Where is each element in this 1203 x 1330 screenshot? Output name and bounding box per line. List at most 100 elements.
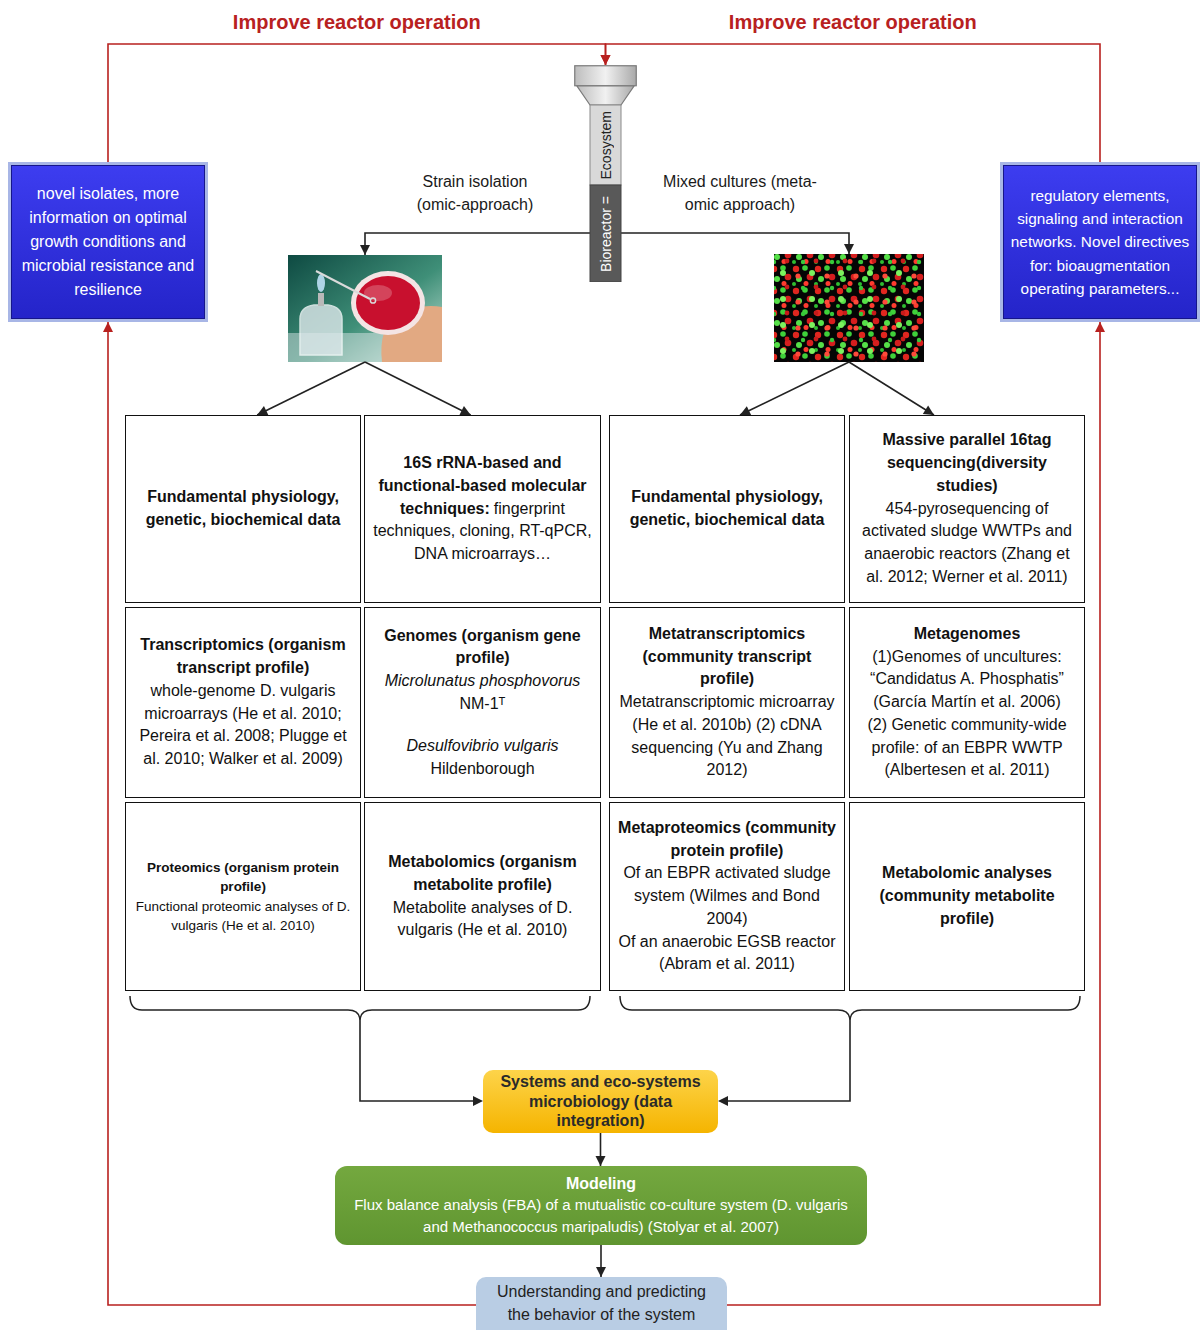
body-text: Microlunatus phosphovorus xyxy=(372,670,593,693)
arrowhead xyxy=(1095,322,1105,332)
connector xyxy=(849,362,934,415)
bar-section: Bioreactor = xyxy=(590,185,621,282)
body-text: Flux balance analysis (FBA) of a mutuali… xyxy=(345,1194,857,1238)
method-box: Proteomics (organism protein profile)Fun… xyxy=(125,802,361,991)
arrowhead xyxy=(740,406,751,415)
connector-line xyxy=(849,362,934,415)
heading-text: Metabolomics (organism metabolite profil… xyxy=(372,851,593,896)
method-box: Metaproteomics (community protein profil… xyxy=(609,802,845,991)
arrowhead xyxy=(257,406,268,415)
text-column: Understanding and predicting the behavio… xyxy=(484,1281,719,1326)
bracket xyxy=(620,996,1080,1021)
cells xyxy=(774,254,924,362)
connector xyxy=(606,233,855,254)
bracket xyxy=(130,996,590,1021)
method-box: Transcriptomics (organism transcript pro… xyxy=(125,607,361,798)
heading-text: Systems and eco-systems microbiology (da… xyxy=(489,1072,712,1131)
connector-line xyxy=(365,362,471,415)
heading-text: Metagenomes xyxy=(857,623,1077,646)
method-box: Metabolomics (organism metabolite profil… xyxy=(364,802,601,991)
connector xyxy=(596,1133,606,1166)
outcome-box: Understanding and predicting the behavio… xyxy=(476,1277,727,1330)
text-column: 16S rRNA-based and functional-based mole… xyxy=(372,452,593,566)
arrowhead xyxy=(601,55,611,65)
text-column: Fundamental physiology, genetic, biochem… xyxy=(617,486,837,531)
lamp-wick xyxy=(318,293,324,306)
connector-line xyxy=(257,362,365,415)
text-column: Genomes (organism gene profile)Microluna… xyxy=(372,625,593,781)
vertical-label: Ecosystem xyxy=(599,111,613,179)
photo-heading: Strain isolation (omic-approach) xyxy=(400,170,550,216)
edge-label: Improve reactor operation xyxy=(725,11,981,34)
integration-box: Systems and eco-systems microbiology (da… xyxy=(483,1070,718,1133)
text-column: ModelingFlux balance analysis (FBA) of a… xyxy=(345,1173,857,1238)
method-box: Metagenomes(1)Genomes of uncultures: “Ca… xyxy=(849,607,1085,798)
body-text: Of an anaerobic EGSB reactor (Abram et a… xyxy=(617,931,837,976)
body-text: Understanding and predicting the behavio… xyxy=(484,1281,719,1326)
body-text: Of an EBPR activated sludge system (Wilm… xyxy=(617,862,837,930)
inoculating-loop xyxy=(316,271,370,299)
arrowhead xyxy=(923,405,934,415)
outcome-box: novel isolates, more information on opti… xyxy=(8,162,208,322)
heading-text: Modeling xyxy=(345,1173,857,1195)
loop-tip xyxy=(370,298,375,303)
heading-text: Massive parallel 16tag sequencing(divers… xyxy=(857,429,1077,497)
body-text: Metabolite analyses of D. vulgaris (He e… xyxy=(372,897,593,942)
text-paragraph: 16S rRNA-based and functional-based mole… xyxy=(372,452,593,566)
connector xyxy=(601,44,1101,162)
photo-heading: Mixed cultures (meta-omic approach) xyxy=(655,170,825,216)
text-column: Metabolomic analyses (community metaboli… xyxy=(857,862,1077,930)
arrowhead xyxy=(601,55,611,65)
method-box: Fundamental physiology, genetic, biochem… xyxy=(125,415,361,603)
connector-line xyxy=(365,233,606,255)
heading-text: Proteomics (organism protein profile) xyxy=(133,858,353,896)
arrowhead xyxy=(844,244,854,254)
body-text: Metatranscriptomic microarray (He et al.… xyxy=(617,691,837,782)
text-column: novel isolates, more information on opti… xyxy=(18,182,198,302)
method-box: Fundamental physiology, genetic, biochem… xyxy=(609,415,845,603)
fluorescence-photo xyxy=(774,254,924,362)
text-column: regulatory elements, signaling and inter… xyxy=(1010,184,1190,299)
text-column: Massive parallel 16tag sequencing(divers… xyxy=(857,429,1077,588)
text-column: Metabolomics (organism metabolite profil… xyxy=(372,851,593,942)
body-text: 454-pyrosequencing of activated sludge W… xyxy=(857,498,1077,589)
connector xyxy=(596,1245,606,1277)
funnel xyxy=(577,86,634,105)
photo-ground xyxy=(288,255,442,362)
funnel-rim xyxy=(575,66,637,86)
text-column: Systems and eco-systems microbiology (da… xyxy=(489,1072,712,1131)
connector-line xyxy=(606,44,1101,162)
connector-line xyxy=(108,44,606,162)
body-text: Desulfovibrio vulgaris xyxy=(372,735,593,758)
dish-rim xyxy=(351,271,425,335)
bioreactor-column: EcosystemBioreactor = xyxy=(574,65,637,282)
body-text: (2) Genetic community-wide profile: of a… xyxy=(857,714,1077,782)
body-text: NM-1ᵀ xyxy=(372,693,593,716)
method-box: Metabolomic analyses (community metaboli… xyxy=(849,802,1085,991)
arrowhead xyxy=(360,245,370,255)
edge-label: Improve reactor operation xyxy=(229,11,485,34)
merge-line xyxy=(727,1021,850,1101)
agar xyxy=(356,276,420,330)
photo-ground xyxy=(774,254,924,362)
text-column: Proteomics (organism protein profile)Fun… xyxy=(133,858,353,935)
text-column: Metaproteomics (community protein profil… xyxy=(617,817,837,976)
method-box: Massive parallel 16tag sequencing(divers… xyxy=(849,415,1085,603)
method-box: 16S rRNA-based and functional-based mole… xyxy=(364,415,601,603)
flame xyxy=(317,274,325,292)
heading-text: Transcriptomics (organism transcript pro… xyxy=(133,634,353,679)
heading-text: Genomes (organism gene profile) xyxy=(372,625,593,670)
heading-text: Metatranscriptomics (community transcrip… xyxy=(617,623,837,691)
bar-section: Ecosystem xyxy=(590,105,621,185)
method-box: Genomes (organism gene profile)Microluna… xyxy=(364,607,601,798)
connector xyxy=(365,362,471,415)
text-column: Fundamental physiology, genetic, biochem… xyxy=(133,486,353,531)
body-text: novel isolates, more information on opti… xyxy=(18,182,198,302)
connector-line xyxy=(740,362,849,415)
arrowhead xyxy=(459,406,470,415)
photo-node: Mixed cultures (meta-omic approach) xyxy=(774,254,924,362)
bar-light xyxy=(590,105,621,185)
body-text: whole-genome D. vulgaris microarrays (He… xyxy=(133,680,353,771)
arrowhead xyxy=(103,322,113,332)
